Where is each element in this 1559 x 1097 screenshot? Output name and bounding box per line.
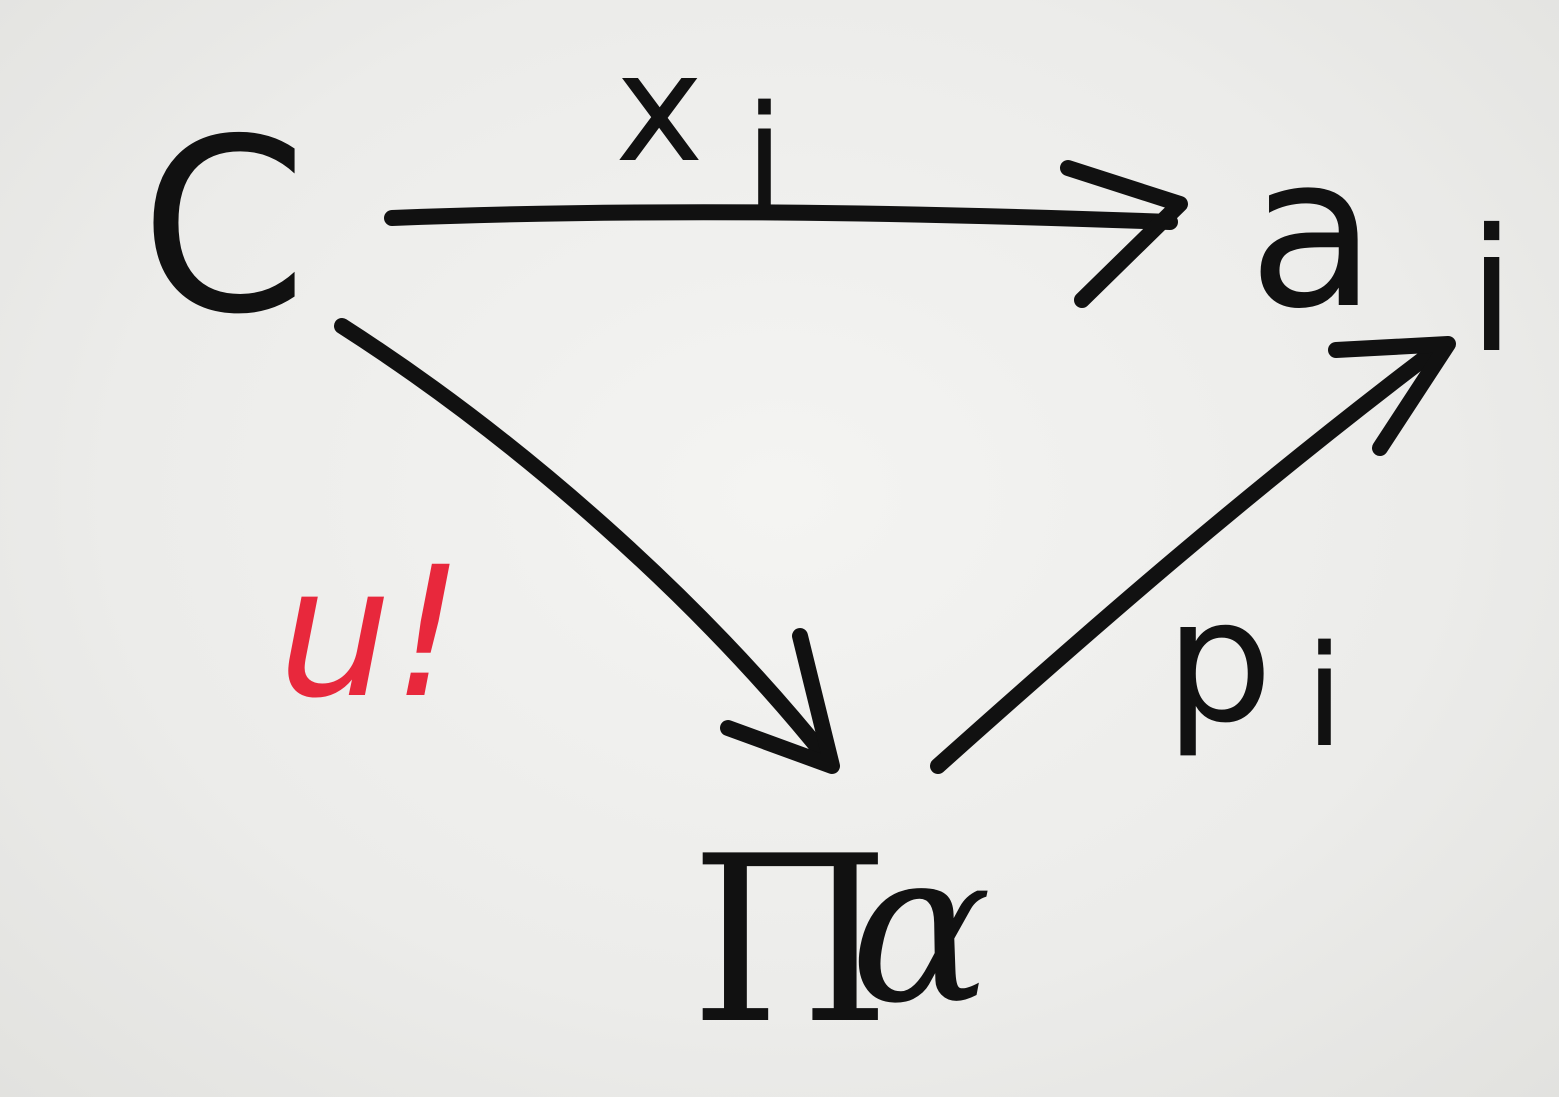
edge-label-p-i-letter: p — [1165, 563, 1273, 761]
arrow-p-i-shaft — [930, 340, 1446, 774]
arrow-p-i — [930, 336, 1456, 774]
edge-label-p-i: p i — [1165, 563, 1344, 779]
edge-label-x-i: x i — [615, 22, 784, 239]
edge-label-x-i-subscript: i — [745, 76, 784, 239]
node-a-i: a i — [1248, 110, 1515, 391]
edge-label-u-unique: u! — [278, 529, 464, 738]
edge-label-x-i-letter: x — [615, 22, 704, 196]
arrow-x-i-shaft — [384, 204, 1178, 230]
edge-label-p-i-subscript: i — [1305, 616, 1344, 779]
arrow-p-i-head — [1328, 336, 1456, 456]
node-product: Π α — [690, 805, 992, 1075]
arrow-x-i — [384, 160, 1188, 308]
node-a-i-subscript: i — [1468, 193, 1515, 391]
arrow-x-i-head — [1060, 160, 1188, 308]
node-product-family: α — [850, 805, 992, 1050]
arrow-u — [334, 318, 840, 774]
node-c: C — [140, 87, 308, 367]
node-a-i-label: a — [1248, 110, 1377, 355]
arrow-u-shaft — [334, 318, 836, 768]
node-product-symbol: Π — [690, 808, 891, 1075]
arrow-u-head — [720, 628, 840, 774]
